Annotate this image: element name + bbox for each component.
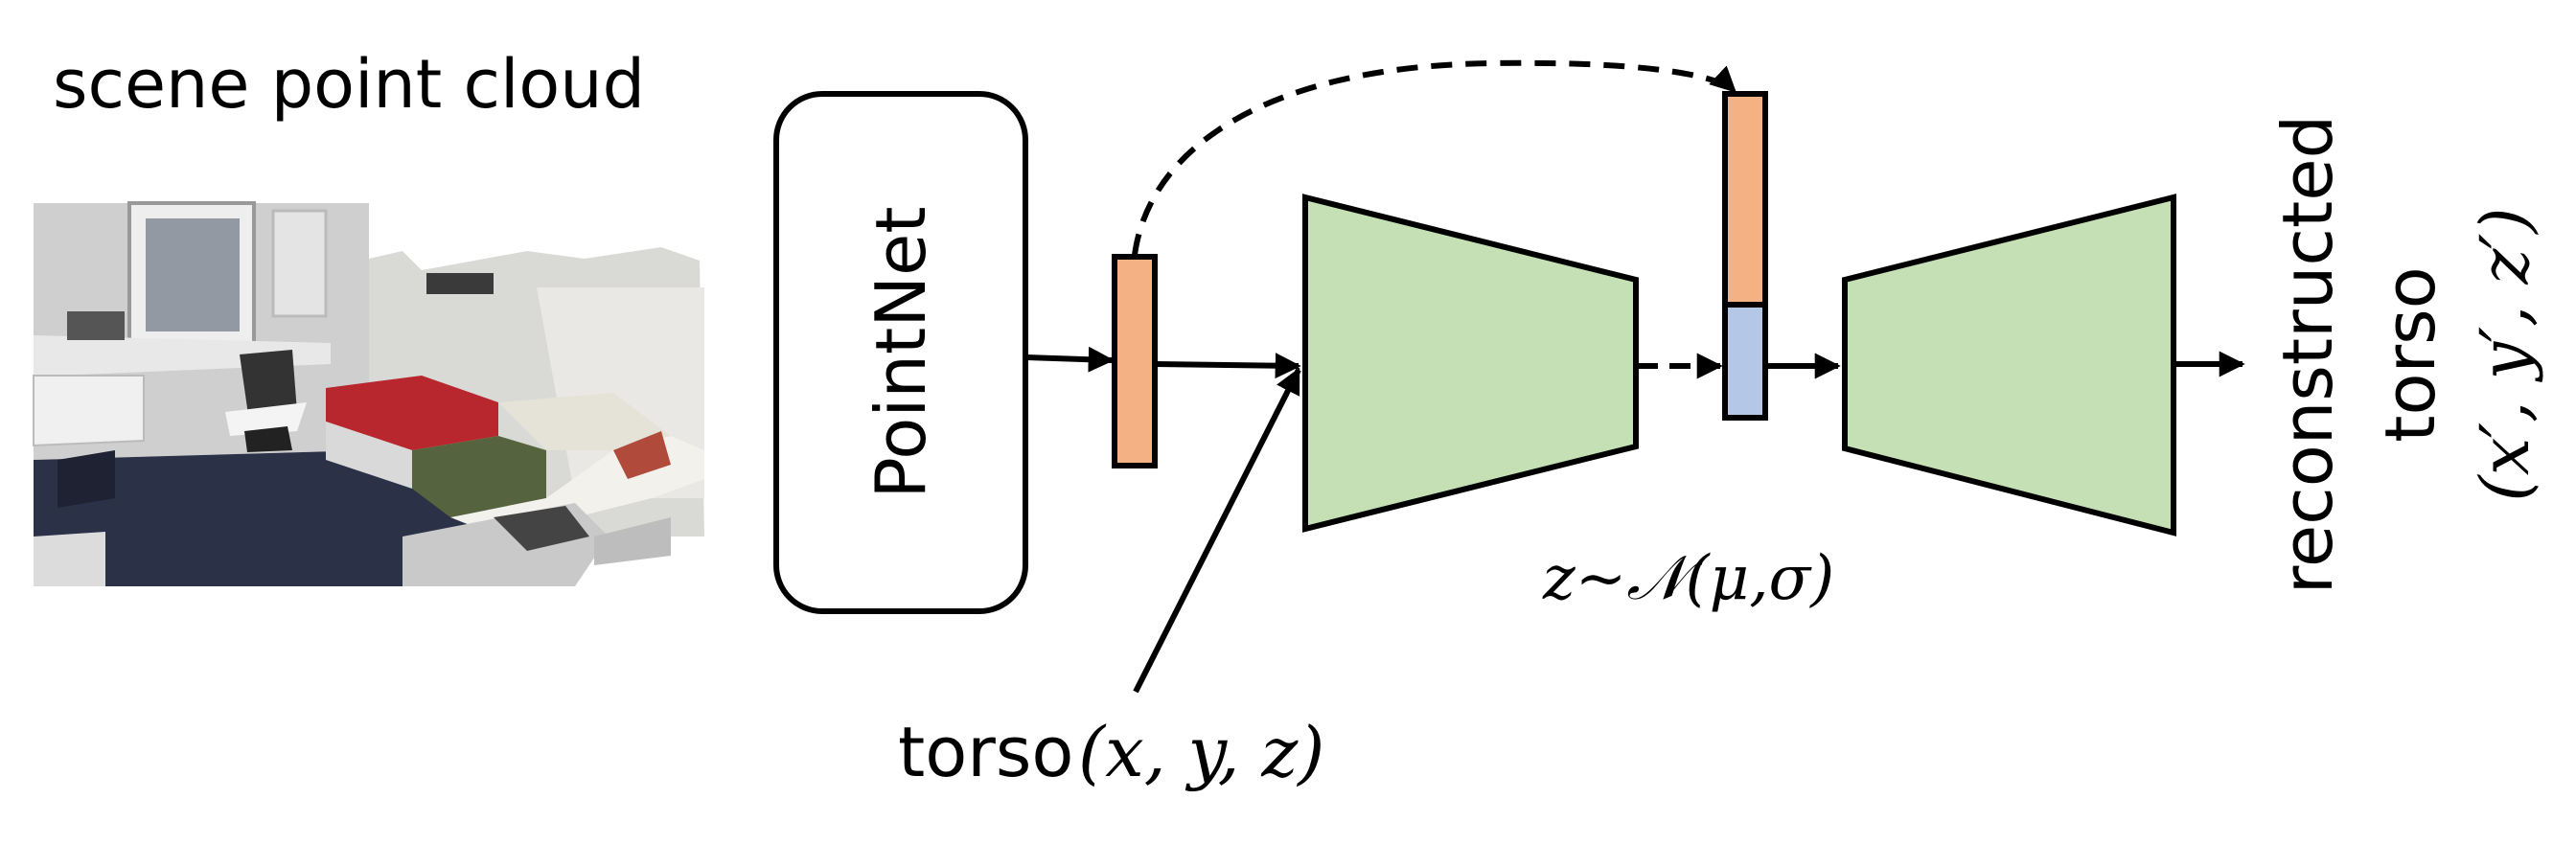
latent-distribution-label: z~𝒩(μ,σ) [1542, 543, 1834, 614]
pointnet-block [773, 91, 1028, 614]
arrow-feature-to-encoder [1155, 353, 1301, 379]
decoder-block [1842, 194, 2176, 537]
torso-input-coords: (x, y, z) [1078, 712, 1324, 792]
latent-vector [1722, 302, 1768, 421]
scene-title: scene point cloud [53, 45, 645, 124]
skip-connection-dashed [1132, 59, 1737, 256]
output-label-torso: torso [2370, 266, 2450, 442]
output-label-coords: (x′, y′, z′) [2466, 207, 2544, 501]
scene-point-cloud-image [33, 201, 704, 586]
pointnet-label: PointNet [861, 206, 941, 498]
scene-feature-vector [1112, 254, 1158, 468]
arrow-torso-to-encoder [1133, 367, 1301, 694]
skip-feature-vector [1722, 91, 1768, 308]
torso-input-label: torso [898, 712, 1073, 792]
arrow-pointnet-to-feature [1025, 346, 1115, 373]
output-label-reconstructed: reconstructed [2267, 115, 2348, 594]
encoder-block [1302, 194, 1639, 533]
